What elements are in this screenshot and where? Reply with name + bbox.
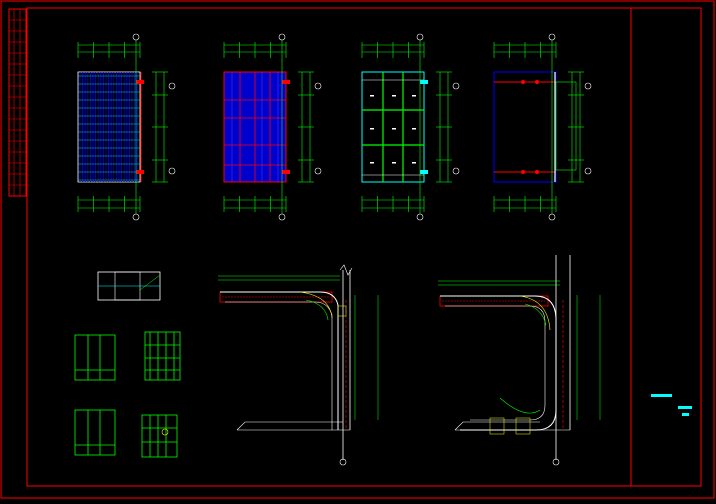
cell-mark (370, 162, 374, 164)
legend-bars (651, 394, 692, 416)
section-1-view (219, 264, 379, 460)
grid-bubble (168, 82, 176, 90)
grid-bubble (452, 167, 460, 175)
cell-mark (370, 128, 374, 130)
cell-mark (392, 162, 396, 164)
section-2-view (439, 255, 601, 460)
plan-3-view (361, 71, 428, 183)
plan-4-view (493, 71, 577, 183)
cell-mark (412, 128, 416, 130)
grid-bubble (314, 82, 322, 90)
cell-mark (392, 95, 396, 97)
binding-strip (8, 8, 27, 197)
detail-section-a-view (97, 271, 161, 301)
plan-2-view (223, 71, 290, 183)
grid-bubble (548, 33, 556, 41)
cell-mark (392, 128, 396, 130)
grid-bubble (416, 33, 424, 41)
grid-bubble (132, 33, 140, 41)
inner-frame (26, 7, 702, 487)
plan-1-view (77, 71, 144, 183)
grid-bubble (416, 213, 424, 221)
cell-mark (370, 95, 374, 97)
grid-bubble (168, 167, 176, 175)
cell-mark (412, 95, 416, 97)
grid-bubble (548, 213, 556, 221)
grid-bubble (278, 33, 286, 41)
grid-bubble (584, 167, 592, 175)
grid-bubble (584, 82, 592, 90)
rebar-detail-2 (74, 409, 178, 458)
grid-bubble (132, 213, 140, 221)
grid-bubble (452, 82, 460, 90)
rebar-detail-1 (74, 331, 181, 381)
grid-bubble (278, 213, 286, 221)
grid-bubble (314, 167, 322, 175)
cell-mark (412, 162, 416, 164)
